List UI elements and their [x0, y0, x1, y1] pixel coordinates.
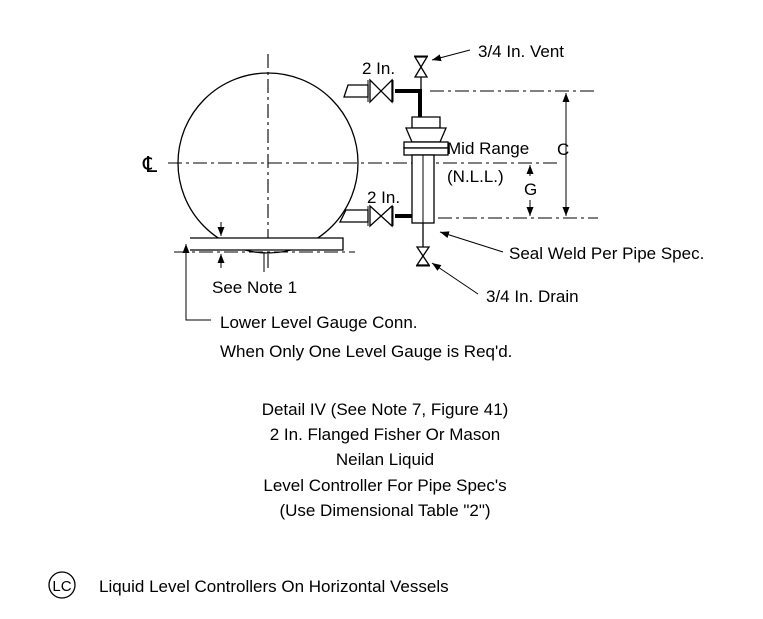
lower-gauge-label-1: Lower Level Gauge Conn.	[220, 313, 418, 332]
controller-flange-bottom	[403, 147, 449, 156]
dim-g-label: G	[524, 180, 537, 199]
lower-gauge-connection: See Note 1 Lower Level Gauge Conn. When …	[174, 222, 512, 361]
level-controller: Mid Range (N.L.L.)	[403, 116, 529, 247]
nll-label: (N.L.L.)	[447, 167, 504, 186]
centerline-symbol: ℄	[142, 152, 158, 177]
upper-conn-label: 2 In.	[362, 59, 395, 78]
seal-weld-label: Seal Weld Per Pipe Spec.	[509, 244, 704, 263]
drain-valve-icon	[415, 246, 431, 266]
upper-pipe	[395, 89, 422, 117]
seal-weld-callout: Seal Weld Per Pipe Spec.	[439, 231, 704, 263]
upper-connection: 2 In.	[343, 59, 422, 117]
detail-line-1: Detail IV (See Note 7, Figure 41)	[262, 400, 509, 419]
lower-gauge-leader	[182, 244, 211, 321]
detail-line-4: Level Controller For Pipe Spec's	[263, 476, 506, 495]
upper-valve-icon	[369, 78, 393, 104]
vent-label: 3/4 In. Vent	[478, 42, 564, 61]
caption-text: Liquid Level Controllers On Horizontal V…	[99, 577, 449, 596]
controller-top	[411, 116, 441, 129]
seal-weld-leader	[439, 231, 504, 253]
drain-leader	[431, 262, 479, 295]
lower-conn-label: 2 In.	[367, 188, 400, 207]
vent-leader	[431, 49, 471, 62]
lower-gauge-label-2: When Only One Level Gauge is Req'd.	[220, 342, 512, 361]
detail-line-2: 2 In. Flanged Fisher Or Mason	[270, 425, 501, 444]
drain-valve: 3/4 In. Drain	[415, 246, 579, 306]
vent-valve: 3/4 In. Vent	[413, 42, 564, 91]
lower-connection: 2 In.	[338, 188, 412, 228]
detail-line-5: (Use Dimensional Table "2")	[279, 501, 490, 520]
caption: LC Liquid Level Controllers On Horizonta…	[48, 571, 449, 599]
lc-badge-text: LC	[52, 578, 71, 595]
see-note-label: See Note 1	[212, 278, 297, 297]
mid-range-label: Mid Range	[447, 139, 529, 158]
controller-head	[405, 127, 447, 143]
lower-valve-icon	[369, 204, 393, 228]
lc-badge-circle	[48, 571, 76, 599]
upper-nozzle	[343, 84, 369, 98]
gauge-nozzle	[190, 237, 344, 251]
vessel: ℄	[142, 54, 560, 272]
drain-label: 3/4 In. Drain	[486, 287, 579, 306]
dim-c-label: C	[557, 140, 569, 159]
controller-flange-top	[403, 141, 449, 149]
vent-valve-icon	[413, 56, 429, 78]
detail-line-3: Neilan Liquid	[336, 450, 434, 469]
detail-description: Detail IV (See Note 7, Figure 41) 2 In. …	[262, 400, 509, 520]
dimensions: C G	[430, 90, 598, 219]
